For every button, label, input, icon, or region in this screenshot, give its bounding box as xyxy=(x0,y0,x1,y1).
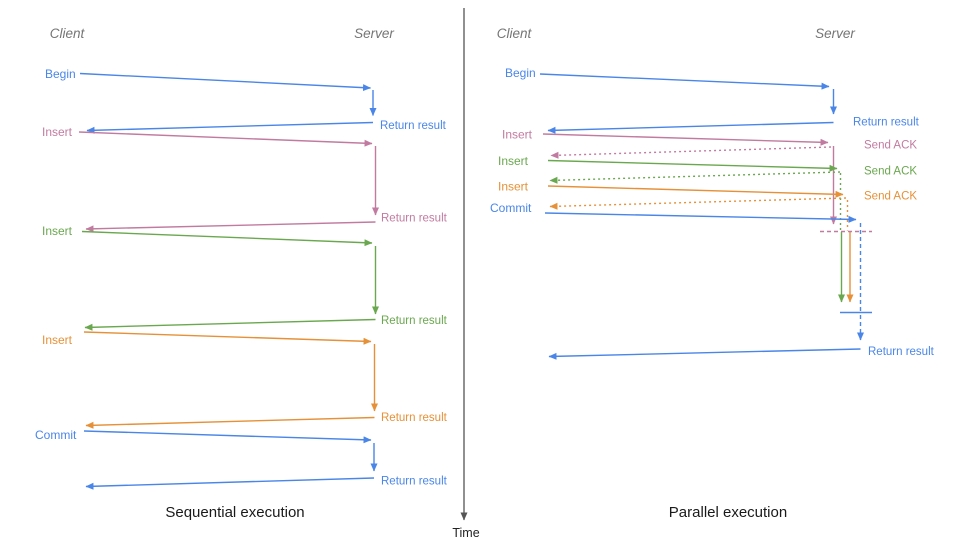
par-insert2-ack-label: Send ACK xyxy=(864,166,917,178)
seq-commit-return-arrow xyxy=(85,477,375,490)
seq-client-header: Client xyxy=(50,26,86,41)
par-commit-return-label: Return result xyxy=(868,346,935,358)
seq-commit-label: Commit xyxy=(35,428,77,442)
seq-commit-return-label: Return result xyxy=(381,476,448,488)
seq-insert3-return-label: Return result xyxy=(381,412,448,424)
par-server-header: Server xyxy=(815,26,855,41)
par-insert2-request-arrow xyxy=(547,159,838,172)
par-commit-request-arrow xyxy=(544,212,857,223)
seq-message-insert-1: Insert Return result xyxy=(42,125,448,233)
parallel-caption: Parallel execution xyxy=(669,504,787,521)
par-begin-return-arrow xyxy=(547,121,834,134)
seq-begin-return-label: Return result xyxy=(380,120,447,132)
seq-insert2-label: Insert xyxy=(42,224,73,238)
seq-message-begin: Begin Return result xyxy=(45,67,447,134)
par-commit-return-arrow xyxy=(548,348,861,360)
seq-insert1-return-arrow xyxy=(85,221,376,233)
seq-insert3-label: Insert xyxy=(42,333,73,347)
sequential-caption: Sequential execution xyxy=(165,504,304,521)
seq-server-header: Server xyxy=(354,26,394,41)
seq-insert2-return-label: Return result xyxy=(381,315,448,327)
seq-insert1-label: Insert xyxy=(42,125,73,139)
par-begin-request-arrow xyxy=(539,73,830,90)
par-commit-label: Commit xyxy=(490,201,532,215)
seq-insert2-request-arrow xyxy=(81,230,373,247)
par-insert2-label: Insert xyxy=(498,154,529,168)
seq-insert3-return-arrow xyxy=(85,416,375,429)
seq-insert2-return-arrow xyxy=(84,318,376,331)
par-client-header: Client xyxy=(497,26,533,41)
par-begin-label: Begin xyxy=(505,66,536,80)
par-message-insert-2: Insert Send ACK xyxy=(498,154,917,303)
seq-insert3-request-arrow xyxy=(83,331,372,345)
seq-begin-label: Begin xyxy=(45,67,76,81)
seq-message-insert-3: Insert Return result xyxy=(42,331,448,429)
par-insert3-request-arrow xyxy=(547,185,844,198)
seq-message-commit: Commit Return result xyxy=(35,428,448,490)
par-insert2-ack-arrow xyxy=(549,171,841,184)
seq-commit-request-arrow xyxy=(83,430,372,444)
par-insert1-label: Insert xyxy=(502,128,533,142)
time-axis: Time xyxy=(452,8,480,540)
par-insert3-ack-label: Send ACK xyxy=(864,191,917,203)
par-message-begin: Begin Return result xyxy=(505,66,920,134)
seq-message-insert-2: Insert Return result xyxy=(42,224,448,331)
par-insert1-request-arrow xyxy=(542,133,829,146)
par-insert1-ack-arrow xyxy=(550,146,832,159)
seq-insert1-request-arrow xyxy=(78,131,373,147)
par-message-insert-1: Insert Send ACK xyxy=(502,128,917,225)
seq-insert1-return-label: Return result xyxy=(381,213,448,225)
sequential-diagram: Client Server Begin Return result Insert… xyxy=(35,26,448,521)
par-insert3-label: Insert xyxy=(498,180,529,194)
par-insert1-ack-label: Send ACK xyxy=(864,140,917,152)
seq-begin-return-arrow xyxy=(86,121,374,134)
par-message-commit: Commit Return result xyxy=(490,201,935,360)
parallel-diagram: Client Server Begin Return result Insert… xyxy=(490,26,935,521)
time-axis-label: Time xyxy=(452,526,479,540)
par-begin-return-label: Return result xyxy=(853,117,920,129)
par-insert3-ack-arrow xyxy=(549,197,847,210)
par-message-insert-3: Insert Send ACK xyxy=(498,180,917,303)
seq-begin-request-arrow xyxy=(79,72,371,92)
